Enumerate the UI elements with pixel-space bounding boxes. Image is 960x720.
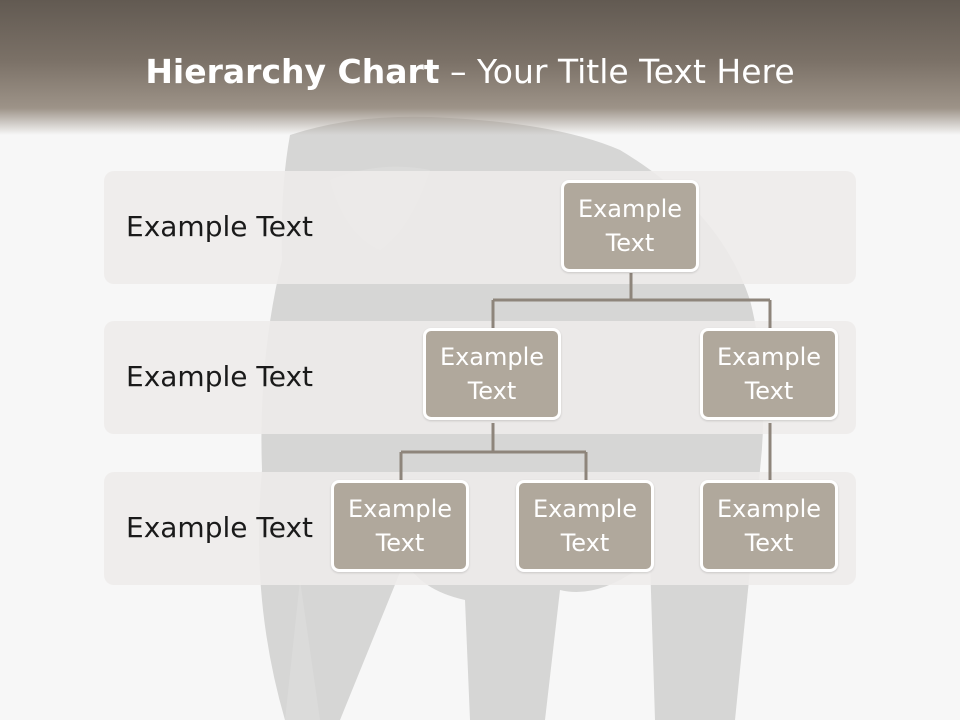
node-level3-left-label: Example Text xyxy=(347,495,453,557)
node-root-label: Example Text xyxy=(577,195,683,257)
node-level3-left[interactable]: Example Text xyxy=(331,480,469,572)
node-level3-middle-label: Example Text xyxy=(532,495,638,557)
node-level2-right[interactable]: Example Text xyxy=(700,328,838,420)
node-level3-right-label: Example Text xyxy=(716,495,822,557)
title-rest: Your Title Text Here xyxy=(477,52,795,91)
level-band-1 xyxy=(104,171,856,284)
node-level2-left-label: Example Text xyxy=(439,343,545,405)
title-bar xyxy=(0,0,960,135)
level-label-3: Example Text xyxy=(126,511,314,544)
level-label-2: Example Text xyxy=(126,360,314,393)
node-level2-right-label: Example Text xyxy=(716,343,822,405)
node-level2-left[interactable]: Example Text xyxy=(423,328,561,420)
node-level3-middle[interactable]: Example Text xyxy=(516,480,654,572)
slide-title: Hierarchy Chart – Your Title Text Here xyxy=(0,52,940,91)
title-separator: – xyxy=(439,52,478,91)
title-bold: Hierarchy Chart xyxy=(145,52,440,91)
node-root[interactable]: Example Text xyxy=(561,180,699,272)
node-level3-right[interactable]: Example Text xyxy=(700,480,838,572)
level-label-1: Example Text xyxy=(126,210,314,243)
